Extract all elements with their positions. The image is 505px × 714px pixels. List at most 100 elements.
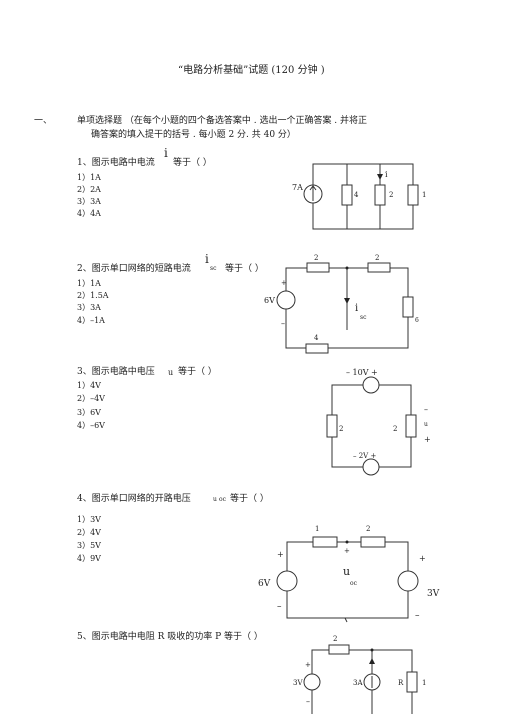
resistor-icon: [312, 536, 338, 548]
q3-symbol: u: [168, 368, 174, 377]
c4-label-r1: 1: [315, 525, 319, 533]
section-number: 一、: [34, 116, 53, 126]
circuit-3: – 10V + 2 2 – u + – 2V +: [326, 368, 431, 476]
c1-label-r2: 2: [389, 191, 393, 199]
c2-label-plus: +: [281, 279, 287, 287]
resistor-icon: [326, 414, 338, 438]
circuit-5: 2 + 3V – 3A R 1: [293, 635, 426, 714]
c1-label-r3: 1: [422, 191, 426, 199]
c2-label-i: i: [355, 303, 358, 314]
resistor-icon: [407, 184, 419, 206]
c4-label-3v: 3V: [427, 589, 440, 599]
voltage-source-icon: [303, 673, 321, 691]
q2-symbol: i: [205, 252, 209, 266]
current-arrow-icon: [344, 298, 350, 304]
c5-label-plus: +: [305, 661, 311, 669]
c5-label-3v: 3V: [293, 679, 303, 687]
c2-label-r3: 6: [415, 317, 419, 324]
circuit-1: 7A 4 2 1 i: [292, 163, 426, 230]
q2-symbol-sub: sc: [210, 265, 217, 272]
q2-option-4[interactable]: 4）–1A: [77, 316, 105, 325]
q1-option-1[interactable]: 1）1A: [77, 173, 101, 182]
voltage-source-icon: [276, 570, 298, 592]
resistor-icon: [374, 184, 386, 206]
q4-option-1[interactable]: 1）3V: [77, 515, 101, 524]
resistor-icon: [406, 671, 418, 693]
q4-option-4[interactable]: 4）9V: [77, 554, 101, 563]
current-arrow-icon: [377, 174, 383, 180]
q4-stem-after: 等于（ ）: [230, 494, 269, 504]
c4-label-6v: 6V: [258, 579, 271, 589]
circuit-1-frame: [312, 163, 414, 230]
q3-option-4[interactable]: 4）–6V: [77, 421, 105, 430]
voltage-source-icon: [276, 290, 296, 310]
q4-stem: 4、图示单口网络的开路电压: [77, 494, 191, 504]
resistor-icon: [402, 296, 414, 318]
q3-stem: 3、图示电路中电压: [77, 367, 155, 377]
current-arrow-icon: [369, 658, 375, 664]
voltage-source-icon: [362, 458, 380, 476]
q1-symbol: i: [164, 146, 168, 160]
c3-label-u-plus: +: [424, 435, 431, 444]
c5-label-minus: –: [306, 697, 310, 706]
circuit-4: 1 2 + + + 6V u oc 3V – –: [258, 525, 440, 623]
c1-label-i: i: [385, 170, 388, 179]
c4-label-minus-right: –: [415, 611, 420, 621]
section-heading-cont: 确答案的填入提干的括号 . 每小题 2 分. 共 40 分）: [91, 130, 296, 140]
c3-label-2v: – 2V +: [353, 452, 376, 460]
c4-label-minus-left: –: [277, 602, 282, 612]
q1-stem-after: 等于（ ）: [173, 158, 212, 168]
c4-label-plus-left: +: [277, 550, 284, 559]
circuit-2: 2 2 6V + – i sc 6 4: [264, 254, 419, 354]
c1-label-r1: 4: [354, 191, 359, 199]
voltage-source-icon: [362, 376, 380, 394]
c4-label-u: u: [343, 565, 350, 578]
c4-label-oc: oc: [350, 580, 358, 587]
c3-label-r1: 2: [339, 425, 343, 433]
q4-symbol: u: [213, 496, 217, 503]
c2-label-sc: sc: [360, 314, 367, 321]
c5-label-r1: 2: [333, 635, 337, 643]
resistor-icon: [306, 262, 330, 273]
q3-option-1[interactable]: 1）4V: [77, 381, 101, 390]
c4-label-plus-right: +: [419, 554, 426, 563]
c3-label-u-minus: –: [424, 405, 428, 414]
q2-option-3[interactable]: 3）3A: [77, 303, 101, 312]
c3-label-r2: 2: [393, 425, 397, 433]
q2-stem: 2、图示单口网络的短路电流: [77, 264, 191, 274]
q3-option-2[interactable]: 2）–4V: [77, 394, 105, 403]
q5-stem: 5、图示电路中电阻 R 吸收的功率 P 等于（ ）: [77, 632, 263, 642]
q3-option-3[interactable]: 3）6V: [77, 408, 101, 417]
resistor-icon: [328, 644, 350, 655]
q3-stem-after: 等于（ ）: [178, 367, 217, 377]
c5-label-1: 1: [422, 679, 426, 687]
c4-label-plus-mid: +: [344, 547, 350, 555]
c2-label-source: 6V: [264, 296, 275, 305]
q1-option-3[interactable]: 3）3A: [77, 197, 101, 206]
q1-stem: 1、图示电路中电流: [77, 158, 155, 168]
q2-option-1[interactable]: 1）1A: [77, 279, 101, 288]
resistor-icon: [305, 343, 329, 354]
q1-option-2[interactable]: 2）2A: [77, 185, 101, 194]
voltage-source-icon: [397, 570, 419, 592]
page-title: “电路分析基础”试题 (120 分钟 ): [178, 65, 325, 76]
resistor-icon: [367, 262, 391, 273]
q1-option-4[interactable]: 4）4A: [77, 209, 101, 218]
section-heading: 单项选择题 （在每个小题的四个备选答案中 . 选出一个正确答案 . 并将正: [77, 116, 368, 126]
q4-symbol-sub: oc: [219, 496, 226, 503]
c2-label-r2: 2: [375, 254, 379, 262]
c5-label-3a: 3A: [353, 679, 363, 687]
c1-label-source: 7A: [292, 183, 303, 192]
c5-label-r: R: [398, 679, 404, 687]
resistor-icon: [341, 184, 353, 206]
resistor-icon: [360, 536, 386, 548]
q2-option-2[interactable]: 2）1.5A: [77, 291, 109, 300]
c2-label-minus: –: [281, 319, 285, 328]
q2-stem-after: 等于（ ）: [225, 264, 264, 274]
q4-option-2[interactable]: 2）4V: [77, 528, 101, 537]
c2-label-r1: 2: [314, 254, 318, 262]
q4-option-3[interactable]: 3）5V: [77, 541, 101, 550]
c2-label-r4: 4: [314, 334, 319, 342]
c3-label-u: u: [424, 421, 428, 428]
